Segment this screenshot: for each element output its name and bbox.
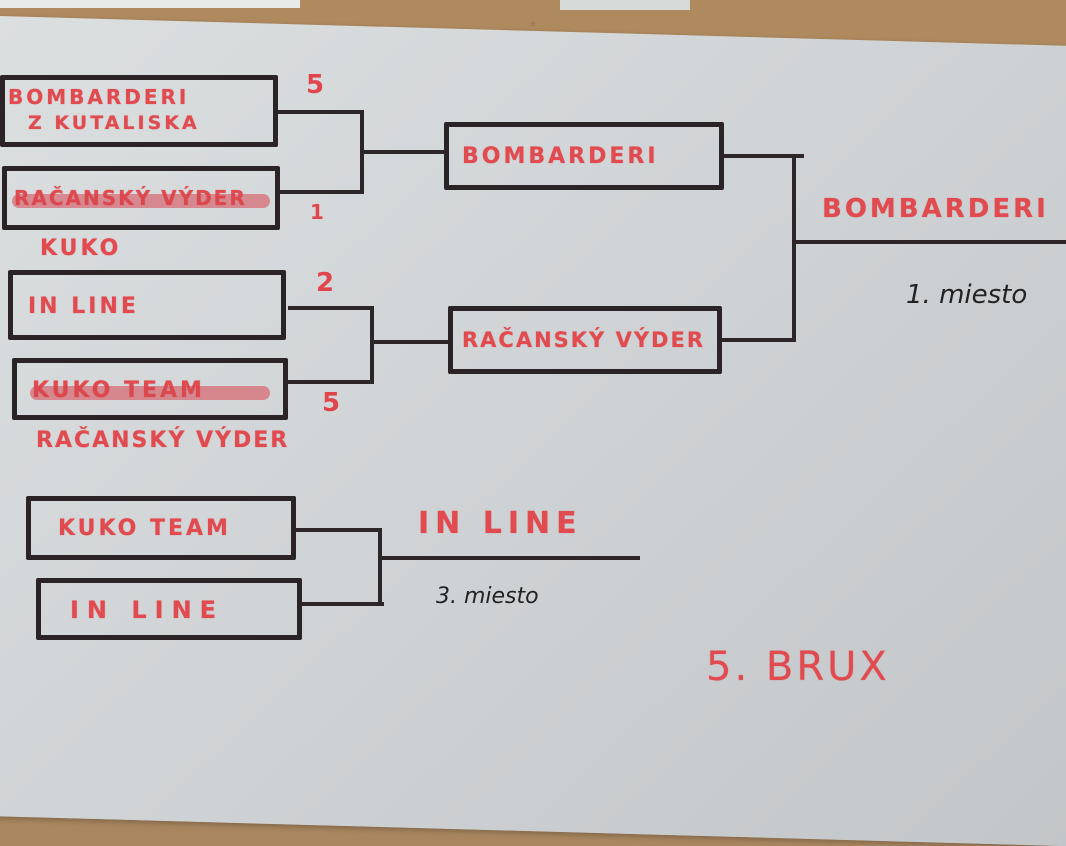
team-label-in-line-third: IN LINE bbox=[70, 596, 225, 624]
connector-line-third-winner bbox=[380, 556, 640, 560]
bracket-box-third-team-b bbox=[36, 578, 302, 640]
bracket-box-third-team-a bbox=[26, 496, 296, 560]
bracket-box-semi1-team-b bbox=[2, 166, 280, 230]
team-note-racansky-vyder: RAČANSKÝ VÝDER bbox=[36, 428, 290, 453]
third-place-winner-label: IN LINE bbox=[418, 506, 583, 541]
first-place-label: 1. miesto bbox=[906, 280, 1028, 310]
tournament-bracket: BOMBARDERI Z KUTALISKA 5 RAČANSKÝ VÝDER … bbox=[0, 70, 1066, 690]
connector-line bbox=[370, 306, 374, 384]
bracket-box-semi2-team-b bbox=[12, 358, 288, 420]
connector-line bbox=[296, 528, 382, 532]
connector-line bbox=[288, 380, 374, 384]
score-semi1-team-a: 5 bbox=[306, 70, 325, 100]
paper-edge-top-left bbox=[0, 0, 300, 8]
connector-line bbox=[722, 338, 796, 342]
team-label-in-line-semi2: IN LINE bbox=[28, 294, 139, 319]
fifth-place-label: 5. BRUX bbox=[706, 644, 890, 690]
connector-line bbox=[362, 150, 446, 154]
connector-line bbox=[288, 306, 372, 310]
winner-label: BOMBARDERI bbox=[822, 194, 1049, 224]
team-label-bombarderi-final: BOMBARDERI bbox=[462, 144, 659, 169]
team-label-bombarderi-line1: BOMBARDERI bbox=[8, 85, 190, 109]
connector-line bbox=[724, 154, 804, 158]
team-note-kuko: KUKO bbox=[40, 236, 122, 261]
bracket-box-semi1-team-a bbox=[0, 75, 278, 147]
connector-line-winner bbox=[796, 240, 1066, 244]
connector-line bbox=[280, 190, 364, 194]
score-semi2-team-a: 2 bbox=[316, 268, 335, 298]
team-label-kuko-team-third: KUKO TEAM bbox=[58, 516, 231, 541]
connector-line bbox=[792, 158, 796, 342]
score-semi1-team-b: 1 bbox=[310, 200, 324, 224]
connector-line bbox=[302, 602, 384, 606]
strike-through-mark bbox=[30, 386, 270, 400]
bracket-box-semi2-team-a bbox=[8, 270, 286, 340]
third-place-label: 3. miesto bbox=[436, 584, 539, 609]
bracket-box-final-team-b bbox=[448, 306, 722, 374]
bracket-box-final-team-a bbox=[444, 122, 724, 190]
connector-line bbox=[378, 528, 382, 606]
strike-through-mark bbox=[12, 194, 270, 208]
connector-line bbox=[278, 110, 362, 114]
paper-edge-top-center bbox=[560, 0, 690, 10]
team-label-racansky-vyder-final: RAČANSKÝ VÝDER bbox=[462, 328, 705, 352]
team-label-bombarderi-line2: Z KUTALISKA bbox=[28, 112, 200, 134]
score-semi2-team-b: 5 bbox=[322, 388, 341, 418]
connector-line bbox=[372, 340, 450, 344]
